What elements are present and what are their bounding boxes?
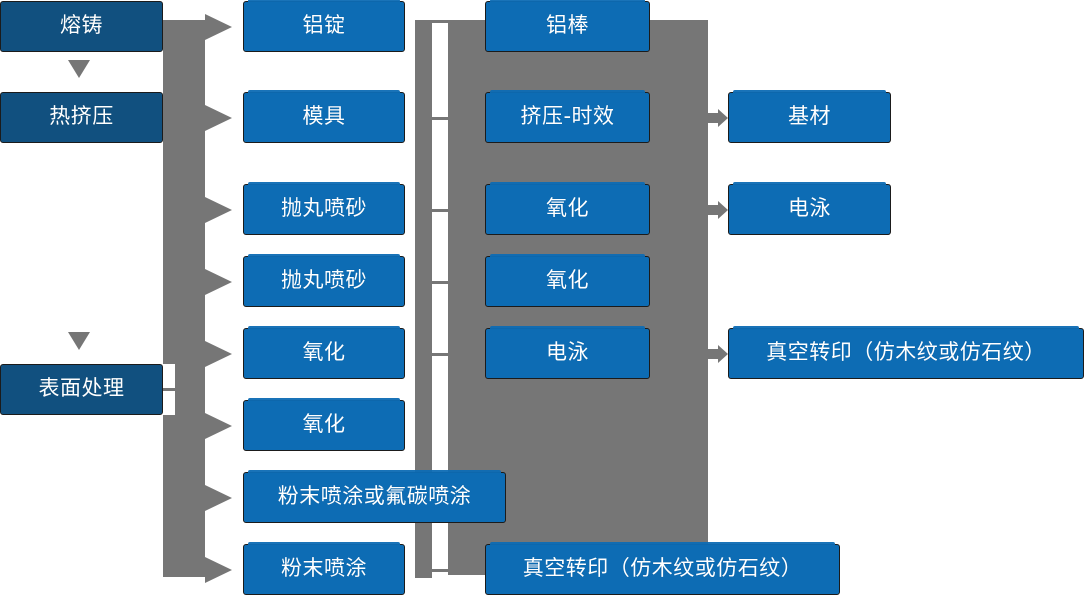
output-electrophoresis[interactable]: 电泳 (728, 182, 891, 235)
step-extrusion-ageing[interactable]: 挤压-时效 (485, 90, 650, 143)
step-electrophoresis-1[interactable]: 电泳 (485, 326, 650, 379)
step-oxidation-2-label: 氧化 (302, 412, 346, 436)
step-mould-label: 模具 (302, 104, 346, 128)
step-oxidation-1-label: 氧化 (302, 340, 346, 364)
step-oxidation-4[interactable]: 氧化 (485, 254, 650, 307)
stage-hot-extrusion[interactable]: 热挤压 (0, 92, 163, 143)
step-shot-blasting-2-label: 抛丸喷砂 (281, 268, 367, 292)
output-base-material[interactable]: 基材 (728, 90, 891, 143)
surface-treatment-tie (163, 388, 177, 391)
step-oxidation-3[interactable]: 氧化 (485, 182, 650, 235)
output-vacuum-transfer-printing[interactable]: 真空转印（仿木纹或仿石纹） (728, 326, 1084, 379)
step-oxidation-2[interactable]: 氧化 (243, 398, 405, 451)
step-oxidation-1[interactable]: 氧化 (243, 326, 405, 379)
output-base-material-label: 基材 (788, 104, 831, 128)
step-vacuum-transfer-printing-1-label: 真空转印（仿木纹或仿石纹） (522, 556, 803, 580)
stage-hot-extrusion-label: 热挤压 (49, 104, 114, 128)
step-aluminium-bar-label: 铝棒 (546, 13, 589, 37)
step-powder-or-pvdf-coating-label: 粉末喷涂或氟碳喷涂 (277, 484, 472, 508)
step-powder-or-pvdf-coating[interactable]: 粉末喷涂或氟碳喷涂 (243, 470, 506, 523)
step-extrusion-ageing-label: 挤压-时效 (520, 104, 615, 128)
step-shot-blasting-1[interactable]: 抛丸喷砂 (243, 182, 405, 235)
stage-surface-treatment-label: 表面处理 (38, 376, 125, 400)
step-powder-coating[interactable]: 粉末喷涂 (243, 542, 405, 595)
output-electrophoresis-label: 电泳 (788, 196, 831, 220)
step-electrophoresis-1-label: 电泳 (546, 340, 589, 364)
step-aluminium-ingot[interactable]: 铝锭 (243, 0, 405, 52)
step-shot-blasting-2[interactable]: 抛丸喷砂 (243, 254, 405, 307)
output-vacuum-transfer-printing-label: 真空转印（仿木纹或仿石纹） (766, 340, 1046, 364)
step-powder-coating-label: 粉末喷涂 (281, 556, 367, 580)
step-aluminium-ingot-label: 铝锭 (302, 13, 346, 37)
stage-surface-treatment[interactable]: 表面处理 (0, 364, 163, 415)
stage-melting-casting[interactable]: 熔铸 (0, 1, 163, 52)
step-oxidation-4-label: 氧化 (546, 268, 589, 292)
step-oxidation-3-label: 氧化 (546, 196, 589, 220)
step-shot-blasting-1-label: 抛丸喷砂 (281, 196, 367, 220)
melting-to-extrusion-arrow (68, 60, 90, 78)
stage-melting-casting-label: 熔铸 (60, 13, 103, 37)
step-aluminium-bar[interactable]: 铝棒 (485, 0, 650, 52)
extrusion-to-surface-arrow (68, 332, 90, 350)
step-vacuum-transfer-printing-1[interactable]: 真空转印（仿木纹或仿石纹） (485, 542, 840, 595)
step-mould[interactable]: 模具 (243, 90, 405, 143)
